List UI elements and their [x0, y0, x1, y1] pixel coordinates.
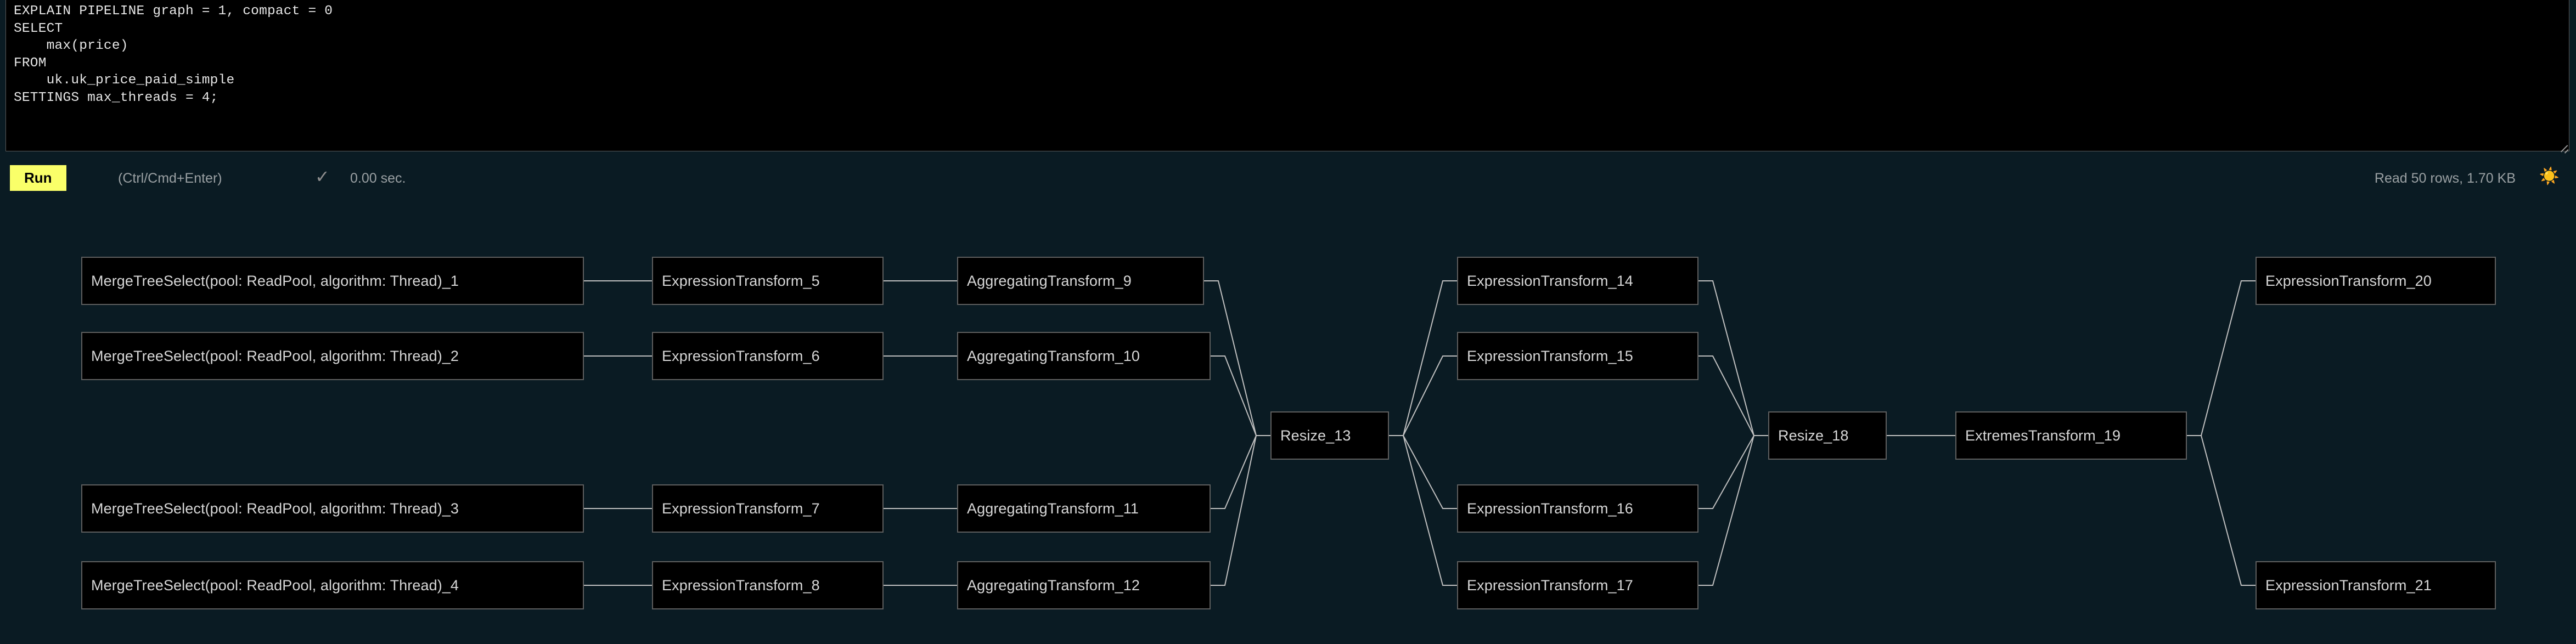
graph-node-label: AggregatingTransform_12 [967, 577, 1140, 594]
graph-node-label: MergeTreeSelect(pool: ReadPool, algorith… [91, 272, 459, 289]
graph-node-ag11[interactable]: AggregatingTransform_11 [957, 484, 1211, 533]
graph-node-mts1[interactable]: MergeTreeSelect(pool: ReadPool, algorith… [81, 257, 584, 305]
query-editor-panel: EXPLAIN PIPELINE graph = 1, compact = 0 … [5, 0, 2572, 154]
toolbar: Run (Ctrl/Cmd+Enter) ✓ 0.00 sec. Read 50… [0, 161, 2576, 191]
graph-node-et15[interactable]: ExpressionTransform_15 [1457, 332, 1698, 380]
graph-node-et16[interactable]: ExpressionTransform_16 [1457, 484, 1698, 533]
graph-edge-ag12-to-rs13 [1211, 435, 1270, 586]
graph-node-et17[interactable]: ExpressionTransform_17 [1457, 561, 1698, 609]
graph-node-label: ExpressionTransform_8 [662, 577, 820, 594]
check-mark-icon: ✓ [315, 167, 330, 187]
graph-edge-ex19-to-et21 [2187, 435, 2256, 586]
graph-node-label: AggregatingTransform_9 [967, 272, 1132, 289]
textarea-resize-grip[interactable] [2556, 139, 2569, 153]
graph-edge-et15-to-rs18 [1698, 355, 1768, 436]
graph-edge-rs13-to-et15 [1389, 355, 1457, 436]
graph-node-ag9[interactable]: AggregatingTransform_9 [957, 257, 1204, 305]
graph-node-label: MergeTreeSelect(pool: ReadPool, algorith… [91, 577, 459, 594]
graph-edge-ag11-to-rs13 [1211, 435, 1270, 509]
graph-node-rs13[interactable]: Resize_13 [1270, 411, 1389, 460]
graph-node-label: Resize_18 [1778, 427, 1849, 444]
pipeline-graph: MergeTreeSelect(pool: ReadPool, algorith… [0, 191, 2576, 644]
read-stats: Read 50 rows, 1.70 KB [2374, 171, 2516, 186]
sql-query-textarea[interactable]: EXPLAIN PIPELINE graph = 1, compact = 0 … [5, 0, 2569, 151]
graph-node-mts2[interactable]: MergeTreeSelect(pool: ReadPool, algorith… [81, 332, 584, 380]
graph-node-label: ExpressionTransform_20 [2265, 272, 2432, 289]
graph-edge-et14-to-rs18 [1698, 280, 1768, 436]
graph-node-label: ExpressionTransform_15 [1467, 347, 1633, 364]
graph-node-label: ExtremesTransform_19 [1965, 427, 2121, 444]
graph-node-et6[interactable]: ExpressionTransform_6 [652, 332, 884, 380]
graph-edge-rs13-to-et14 [1389, 280, 1457, 436]
graph-node-label: ExpressionTransform_6 [662, 347, 820, 364]
graph-node-label: ExpressionTransform_5 [662, 272, 820, 289]
graph-node-label: ExpressionTransform_21 [2265, 577, 2432, 594]
graph-node-label: AggregatingTransform_10 [967, 347, 1140, 364]
graph-node-et21[interactable]: ExpressionTransform_21 [2256, 561, 2496, 609]
sun-icon[interactable]: ☀️ [2539, 167, 2560, 185]
graph-node-label: ExpressionTransform_16 [1467, 500, 1633, 517]
graph-node-et7[interactable]: ExpressionTransform_7 [652, 484, 884, 533]
graph-node-label: Resize_13 [1280, 427, 1351, 444]
run-shortcut-hint: (Ctrl/Cmd+Enter) [118, 171, 222, 186]
run-button[interactable]: Run [10, 165, 66, 191]
graph-node-et8[interactable]: ExpressionTransform_8 [652, 561, 884, 609]
graph-node-ag10[interactable]: AggregatingTransform_10 [957, 332, 1211, 380]
graph-node-label: MergeTreeSelect(pool: ReadPool, algorith… [91, 347, 459, 364]
graph-node-et14[interactable]: ExpressionTransform_14 [1457, 257, 1698, 305]
graph-node-rs18[interactable]: Resize_18 [1768, 411, 1887, 460]
graph-edge-rs13-to-et16 [1389, 435, 1457, 509]
graph-node-label: ExpressionTransform_17 [1467, 577, 1633, 594]
graph-node-label: AggregatingTransform_11 [967, 500, 1139, 517]
graph-edge-rs13-to-et17 [1389, 435, 1457, 586]
graph-edge-ag9-to-rs13 [1204, 280, 1270, 436]
graph-node-label: ExpressionTransform_14 [1467, 272, 1633, 289]
graph-node-ag12[interactable]: AggregatingTransform_12 [957, 561, 1211, 609]
pipeline-graph-edges [584, 280, 2256, 586]
graph-edge-ex19-to-et20 [2187, 280, 2256, 436]
graph-edge-et17-to-rs18 [1698, 435, 1768, 586]
graph-node-ex19[interactable]: ExtremesTransform_19 [1955, 411, 2187, 460]
graph-edge-et16-to-rs18 [1698, 435, 1768, 509]
graph-node-label: ExpressionTransform_7 [662, 500, 820, 517]
graph-node-et5[interactable]: ExpressionTransform_5 [652, 257, 884, 305]
graph-node-label: MergeTreeSelect(pool: ReadPool, algorith… [91, 500, 459, 517]
graph-node-mts4[interactable]: MergeTreeSelect(pool: ReadPool, algorith… [81, 561, 584, 609]
graph-node-mts3[interactable]: MergeTreeSelect(pool: ReadPool, algorith… [81, 484, 584, 533]
graph-node-et20[interactable]: ExpressionTransform_20 [2256, 257, 2496, 305]
elapsed-time: 0.00 sec. [350, 171, 406, 186]
graph-edge-ag10-to-rs13 [1211, 355, 1270, 436]
